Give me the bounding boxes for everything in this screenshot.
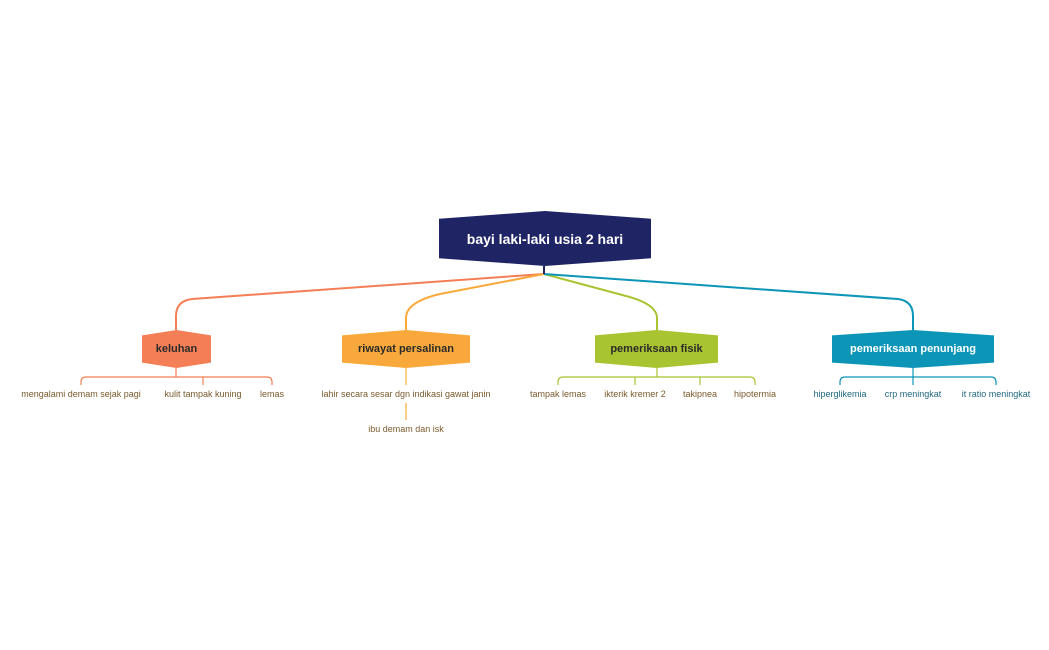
branch-keluhan[interactable]: keluhan xyxy=(142,330,211,368)
connector-fisik xyxy=(543,273,658,330)
connector-riwayat xyxy=(405,273,545,330)
leaf-fisik-1[interactable]: ikterik kremer 2 xyxy=(604,389,666,399)
connector-keluhan xyxy=(175,273,545,330)
leaf-penunjang-0[interactable]: hiperglikemia xyxy=(813,389,867,399)
branch-riwayat-label: riwayat persalinan xyxy=(358,343,454,355)
leaf-fisik-2[interactable]: takipnea xyxy=(682,389,718,399)
leaf-fisik-0[interactable]: tampak lemas xyxy=(529,389,587,399)
leaf-penunjang-1[interactable]: crp meningkat xyxy=(884,389,942,399)
leaf-connectors-penunjang xyxy=(839,368,997,385)
root-topic-label: bayi laki-laki usia 2 hari xyxy=(466,230,624,247)
leaf-connectors-fisik xyxy=(557,368,756,385)
leaf-penunjang-2[interactable]: it ratio meningkat xyxy=(961,389,1031,399)
leaf-riwayat-1[interactable]: ibu demam dan isk xyxy=(368,424,444,434)
branch-pemeriksaan-fisik[interactable]: pemeriksaan fisik xyxy=(595,330,718,368)
leaf-keluhan-2[interactable]: lemas xyxy=(259,389,285,399)
leaf-keluhan-0[interactable]: mengalami demam sejak pagi xyxy=(21,389,141,399)
leaf-fisik-3[interactable]: hipotermia xyxy=(733,389,777,399)
branch-pemeriksaan-penunjang[interactable]: pemeriksaan penunjang xyxy=(832,330,994,368)
leaf-keluhan-1[interactable]: kulit tampak kuning xyxy=(164,389,242,399)
branch-fisik-label: pemeriksaan fisik xyxy=(610,343,703,355)
root-topic[interactable]: bayi laki-laki usia 2 hari xyxy=(439,211,651,266)
leaf-connectors-keluhan xyxy=(80,368,273,385)
branch-keluhan-label: keluhan xyxy=(155,343,198,355)
branch-riwayat-persalinan[interactable]: riwayat persalinan xyxy=(342,330,470,368)
leaf-riwayat-0[interactable]: lahir secara sesar dgn indikasi gawat ja… xyxy=(321,389,491,399)
branch-penunjang-label: pemeriksaan penunjang xyxy=(850,343,976,355)
connector-penunjang xyxy=(543,273,914,330)
